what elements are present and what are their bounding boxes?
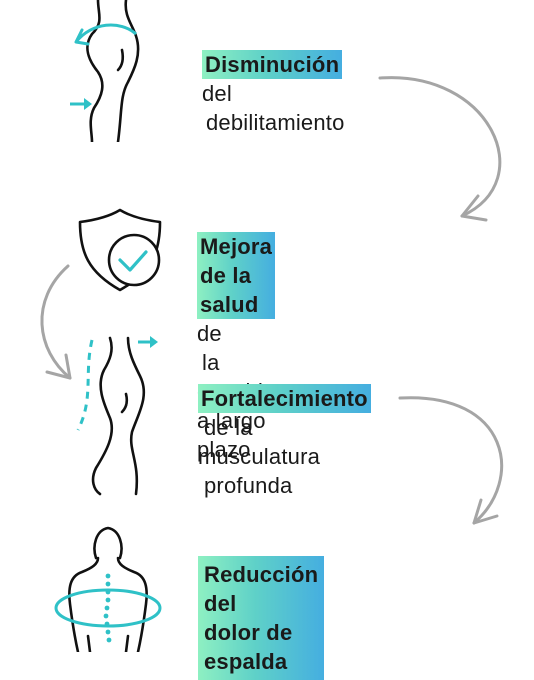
step-2-text-line1: de bbox=[197, 321, 222, 346]
flow-arrow-1 bbox=[378, 76, 502, 222]
step-1-highlight: Disminución bbox=[202, 50, 343, 79]
spine-side-icon bbox=[76, 336, 158, 496]
flow-arrows bbox=[40, 76, 504, 525]
back-spine-icon bbox=[54, 526, 162, 652]
flow-arrow-3 bbox=[398, 396, 504, 525]
flow-arrow-2 bbox=[40, 264, 72, 380]
posture-side-icon bbox=[70, 0, 140, 142]
step-2-highlight: Mejora de la salud bbox=[197, 232, 276, 319]
step-4-highlight: Reducción del dolor de espalda bbox=[198, 556, 325, 680]
step-4-highlight-line1: Reducción del bbox=[204, 562, 319, 616]
step-3-text-line3: profunda bbox=[204, 473, 293, 498]
step-1-text-line1: del bbox=[202, 81, 232, 106]
step-3-text-line2: de la musculatura bbox=[198, 415, 321, 469]
step-3-highlight: Fortalecimiento bbox=[198, 384, 371, 413]
step-1-text-line2: debilitamiento bbox=[206, 110, 345, 135]
shield-clock-icon bbox=[78, 208, 162, 292]
step-4-highlight-line2: dolor de espalda bbox=[204, 620, 293, 674]
